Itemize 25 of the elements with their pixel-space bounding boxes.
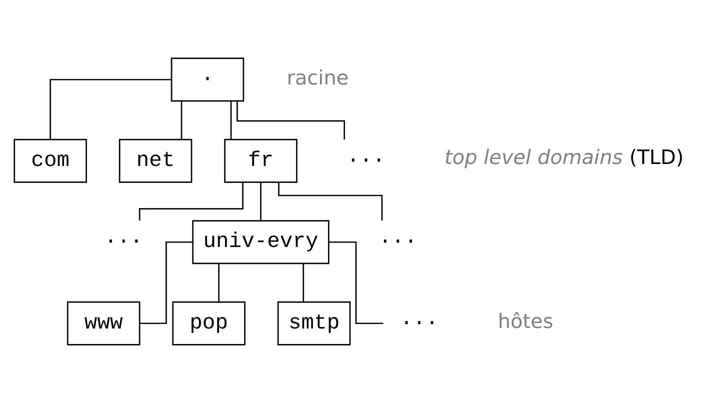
node-text: ···	[400, 310, 438, 335]
node-label: hôtes	[498, 308, 554, 333]
node-text: ···	[346, 148, 386, 172]
node-box: pop	[172, 300, 246, 345]
connector	[278, 182, 383, 220]
node-text: ···	[104, 230, 143, 254]
connector	[260, 182, 262, 220]
node-box: net	[118, 138, 192, 182]
connector	[50, 78, 172, 140]
node-box: univ-evry	[192, 220, 330, 264]
connector	[180, 100, 182, 139]
node-box: ·	[170, 57, 244, 102]
node-box: fr	[224, 138, 298, 182]
connector	[302, 262, 304, 302]
node-text: ···	[378, 230, 418, 254]
connector	[236, 100, 346, 139]
node-box: www	[67, 300, 140, 345]
connector	[140, 240, 193, 324]
connector	[230, 100, 232, 139]
node-label: top level domains (TLD)	[444, 144, 684, 169]
node-box: smtp	[277, 300, 351, 345]
node-label: racine	[286, 64, 349, 89]
connector	[328, 240, 384, 324]
node-box: com	[14, 138, 87, 182]
connector	[218, 262, 220, 302]
